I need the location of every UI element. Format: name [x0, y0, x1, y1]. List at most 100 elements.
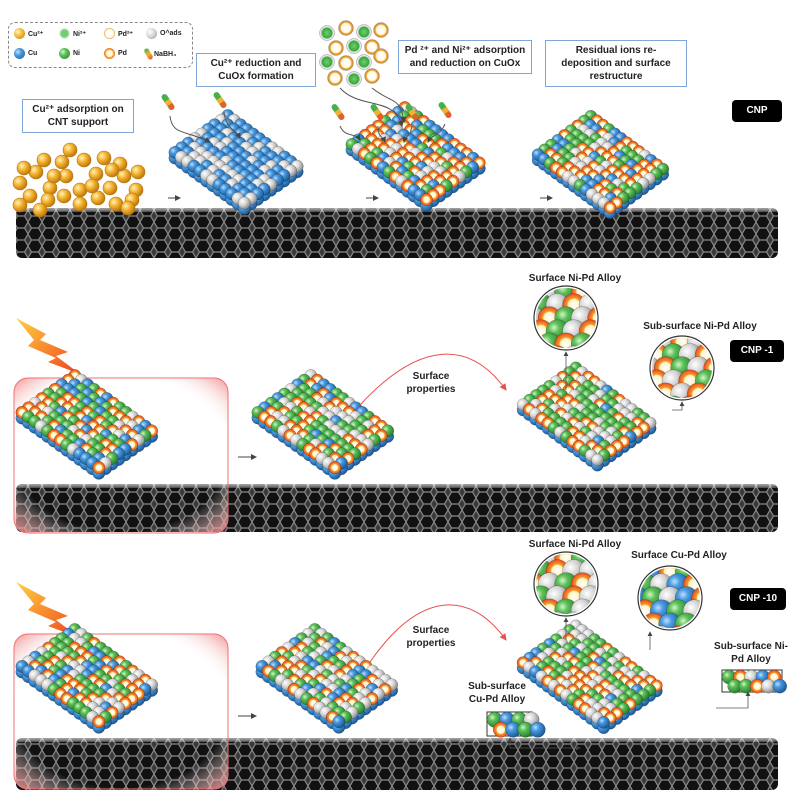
cu-ion [120, 200, 136, 216]
legend-item-ni: Ni [59, 48, 80, 59]
nabh4-band [408, 108, 417, 117]
pd-ion [373, 48, 389, 64]
cu-ion-cluster [12, 142, 146, 218]
cu-ion [102, 180, 118, 196]
cu-atom [708, 613, 731, 636]
legend-label: Pd [118, 50, 127, 57]
legend-item-cu: Cu [14, 48, 37, 59]
o-atom [612, 612, 635, 635]
ni-atom [609, 560, 632, 583]
row3-surface-ni-pd-label: Surface Ni-Pd Alloy [528, 539, 622, 550]
o-atom [604, 307, 627, 330]
o-atom [649, 625, 674, 628]
surface-properties-arrow [369, 604, 507, 663]
zoom-connector [507, 737, 520, 749]
pd-atom [728, 370, 751, 393]
zoom-connector [716, 691, 751, 709]
nabh4-icon [161, 94, 175, 110]
pd-atom [92, 461, 106, 475]
row2-surface-ni-pd-label: Surface Ni-Pd Alloy [528, 273, 622, 284]
cu-ion [96, 150, 112, 166]
legend-label: O^ads [160, 30, 182, 37]
nabh4-icon [438, 102, 452, 118]
ni-atom [595, 611, 596, 614]
catalyst-particle-slab [15, 623, 159, 734]
pd-atom [536, 293, 537, 317]
ni-atom [595, 585, 596, 609]
ni-atom [612, 346, 635, 369]
cu-atom [332, 715, 346, 729]
catalyst-particle-slab [15, 369, 159, 480]
cu-atom [529, 721, 546, 738]
ni-atom [536, 611, 537, 614]
cu-ion [130, 164, 146, 180]
reduction-arrow [427, 123, 446, 143]
oxygen-ads-icon [146, 28, 157, 39]
pd-atom [505, 333, 528, 356]
subsurface-inset [721, 669, 788, 694]
cnp10-badge: CNP -10 [730, 588, 786, 610]
pd-ni-ion-cluster [319, 20, 389, 87]
pd-atom [609, 587, 632, 610]
pd-atom [612, 586, 635, 609]
nabh4-band [216, 96, 225, 105]
legend-label: Cu²⁺ [28, 30, 44, 38]
ni-atom [595, 293, 596, 317]
nabh4-tip [445, 111, 452, 118]
legend-item-cu-ion: Cu²⁺ [14, 28, 43, 39]
catalyst-particle-slab [255, 623, 399, 734]
legend-label: Cu [28, 50, 38, 57]
catalyst-particle-slab [345, 101, 486, 212]
cu-atom [597, 716, 610, 729]
cnp1-badge: CNP -1 [730, 340, 784, 362]
cu-ion [104, 162, 120, 178]
cu-ion [62, 142, 78, 158]
cu-ion [46, 168, 62, 184]
legend-item-pd: Pd [104, 48, 127, 59]
cu-ion [12, 175, 28, 191]
cnt-edge-glow [16, 735, 778, 741]
nabh4-band [334, 108, 343, 117]
reduction-arrow [223, 111, 241, 139]
row3-surface-cu-pd-label: Surface Cu-Pd Alloy [631, 550, 727, 561]
step2-label: Cu²⁺ reduction and CuOx formation [196, 53, 316, 87]
reduction-arrow [169, 115, 211, 143]
pd-ion [338, 20, 354, 36]
pd-atom [419, 193, 433, 207]
pd-ion-icon [104, 28, 115, 39]
pd-atom [595, 345, 596, 348]
nabh4-tip [220, 101, 227, 108]
o-atom [237, 196, 251, 210]
pd-atom [711, 395, 712, 398]
pd-atom [328, 461, 342, 475]
step3-label: Pd ²⁺ and Ni²⁺ adsorption and reduction … [398, 40, 532, 74]
cu-atom [640, 573, 641, 597]
ni-ion [346, 38, 362, 54]
pd-atom [536, 611, 553, 614]
cnp-badge: CNP [732, 100, 782, 122]
subsurface-inset [486, 711, 546, 738]
ni-atom [661, 395, 686, 398]
nabh4-band [441, 106, 450, 115]
legend-label: Ni [73, 50, 80, 57]
pd-ion [364, 68, 380, 84]
cu-ion [22, 188, 38, 204]
pd-ion [327, 70, 343, 86]
nabh4-band [164, 98, 173, 107]
legend-item-nabh4: NaBH₄ [143, 47, 176, 61]
ni-atom [609, 613, 632, 636]
row3-surface-properties-label: Surface properties [406, 625, 456, 649]
legend-label: Pd²⁺ [118, 30, 133, 38]
cu-atom-icon [14, 48, 25, 59]
pd-ion [338, 55, 354, 71]
nabh4-icon [331, 104, 345, 120]
reduction-arrow [402, 125, 413, 143]
zoom-insets-layer [486, 285, 788, 738]
cu-ion [56, 188, 72, 204]
zoom-connector [672, 401, 685, 411]
o-atom [711, 369, 712, 393]
cu-atom [772, 678, 788, 694]
reduction-arrow [339, 87, 404, 127]
ni-atom [699, 573, 700, 597]
